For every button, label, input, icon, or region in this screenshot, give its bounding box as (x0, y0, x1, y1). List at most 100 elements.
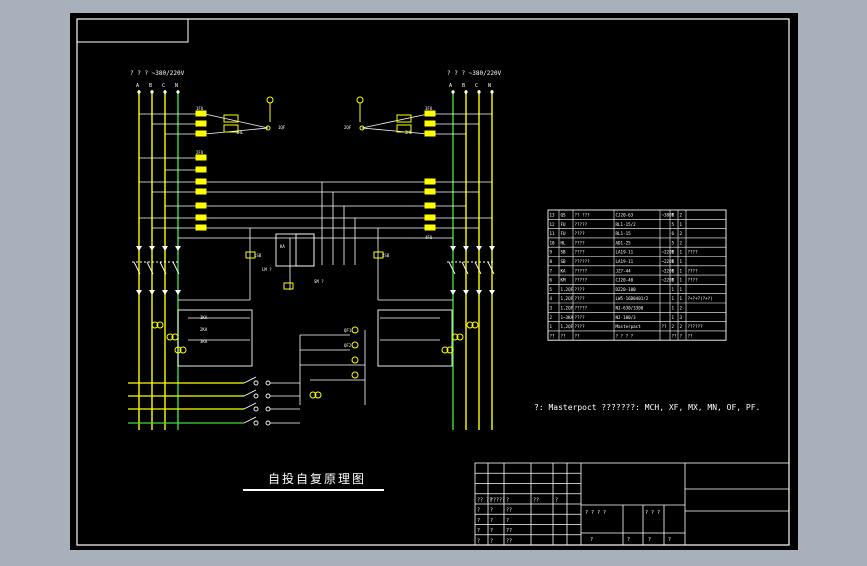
title-block-cell: ?? (506, 508, 512, 514)
parts-table-cell: 1 (680, 278, 683, 283)
label-k3: 3KA (200, 339, 208, 344)
left-bus-dots (137, 90, 180, 94)
sheet-background (70, 13, 798, 550)
title-block-cell: ?? ?? (477, 497, 492, 503)
parts-table-cell: FU (561, 231, 567, 236)
parts-table-cell: 9 (550, 250, 553, 255)
parts-table-cell: ?? (575, 333, 581, 338)
bus-arrows (136, 246, 495, 295)
parts-table-cell: FU (561, 222, 567, 227)
label-fu1: 1FU (196, 106, 204, 111)
parts-table-cell: 1 (672, 250, 675, 255)
parts-table-cell: HL (561, 240, 567, 245)
parts-table-cell: 1 (672, 259, 675, 264)
title-block-cell: ? (477, 528, 480, 534)
parts-table-cell: 1,2QF (561, 287, 574, 292)
parts-table-cell: 8 (550, 259, 553, 264)
label-sb1: 1SB (254, 253, 262, 258)
parts-table-cell: ????? (575, 278, 588, 283)
parts-table-cell: ???? (575, 250, 586, 255)
left-supply-label: ? ? ? ~380/220V (130, 70, 185, 77)
right-phase-b: B (462, 83, 465, 89)
title-block-bottom-cell: ? (668, 537, 671, 543)
parts-table-cell: 7 (550, 268, 553, 273)
title-block-cell: ? (506, 497, 509, 503)
parts-table-cell: 1 (680, 259, 683, 264)
diagram-title: 自投自复原理图 (268, 471, 366, 486)
title-block-bottom-cell: ? (590, 537, 593, 543)
parts-table-cell: LA19-11 (616, 250, 634, 255)
parts-table-cell: ???? (575, 287, 586, 292)
left-phase-c: C (162, 83, 165, 89)
label-lm: LM ? (262, 267, 272, 272)
parts-table-cell: ? (680, 333, 683, 338)
label-hl2: 2HL (405, 130, 413, 135)
parts-table-cell: ???? (688, 268, 699, 273)
right-phase-a: A (449, 83, 452, 89)
parts-table-cell: 2 (680, 306, 683, 311)
parts-table-cell: ?????? (575, 259, 591, 264)
right-bus-dots (451, 90, 494, 94)
parts-table-cell: 5 (550, 287, 553, 292)
lower-bus (128, 382, 300, 424)
parts-table-cell: 5 (672, 222, 675, 227)
right-phase-labels: A B C N (449, 83, 491, 89)
parts-table-cell: 2 (680, 231, 683, 236)
parts-table-cell: ?? (561, 333, 567, 338)
title-block-bottom-cell: ? (648, 537, 651, 543)
parts-table-cell: 3 (680, 315, 683, 320)
parts-table-cell: ????? (575, 222, 588, 227)
note-text: ?: Masterpoct ???????: MCH, XF, MX, MN, … (534, 403, 760, 412)
parts-table-cell: ???? (575, 315, 586, 320)
lamp-symbols (265, 96, 365, 131)
label-fu2: 2FU (196, 150, 204, 155)
title-block-cell: ? (506, 518, 509, 524)
title-block-mid-1: ? ? ? ? (585, 510, 606, 516)
label-k2: 2KA (200, 327, 208, 332)
left-phase-n: N (175, 83, 178, 89)
parts-table-cell: AD1-25 (616, 240, 632, 245)
parts-table-cell: 1 (672, 287, 675, 292)
title-block-cell: ????? (490, 497, 505, 503)
parts-table-cell: JZ7-44 (616, 268, 632, 273)
parts-table-cell: ???? (688, 250, 699, 255)
transformer-coils (151, 321, 479, 399)
parts-table-cell: Masterpact (616, 324, 642, 329)
parts-table-cell: 1 (550, 324, 553, 329)
left-phase-labels: A B C N (136, 83, 178, 89)
parts-table-cell: 2 (550, 315, 553, 320)
right-phase-n: N (488, 83, 491, 89)
right-supply: ? ? ? ~380/220V A B C N (447, 70, 502, 430)
label-sm: SM ? (314, 279, 324, 284)
parts-table-cell: 1 (680, 296, 683, 301)
parts-table-cell: ???? (575, 240, 586, 245)
center-relay-inner (295, 233, 315, 267)
selector-switch (243, 376, 271, 426)
left-supply: ? ? ? ~380/220V A B C N (130, 70, 185, 430)
right-bus-lines (452, 90, 493, 430)
parts-table-cell: ????? (575, 306, 588, 311)
right-phase-c: C (475, 83, 478, 89)
parts-table-cell: CJ20-63 (616, 213, 634, 218)
parts-table-cell: LW5-16D0401/2 (616, 296, 649, 301)
parts-table-cell: 1 (680, 250, 683, 255)
title-block-cell: ? (477, 518, 480, 524)
parts-table-cell: 4 (550, 296, 553, 301)
parts-table-cell: 1~3KA (561, 315, 574, 320)
parts-table-cell: 2 (680, 213, 683, 218)
parts-table-cell: ???? (575, 231, 586, 236)
label-g2: QF2 (344, 343, 352, 348)
parts-table-cell: 1 (672, 268, 675, 273)
parts-table-cell: 12 (550, 222, 556, 227)
title-block-cell: ? (555, 497, 558, 503)
parts-table-cell: ?? (550, 333, 556, 338)
parts-table-cell: 1 (680, 268, 683, 273)
fuse-symbols (195, 110, 436, 290)
left-phase-b: B (149, 83, 152, 89)
parts-table-cell: 11 (550, 231, 556, 236)
title-block-cell: ?? (506, 538, 512, 544)
title-block-cell: ? (490, 528, 493, 534)
parts-table-cell: 2 (680, 240, 683, 245)
